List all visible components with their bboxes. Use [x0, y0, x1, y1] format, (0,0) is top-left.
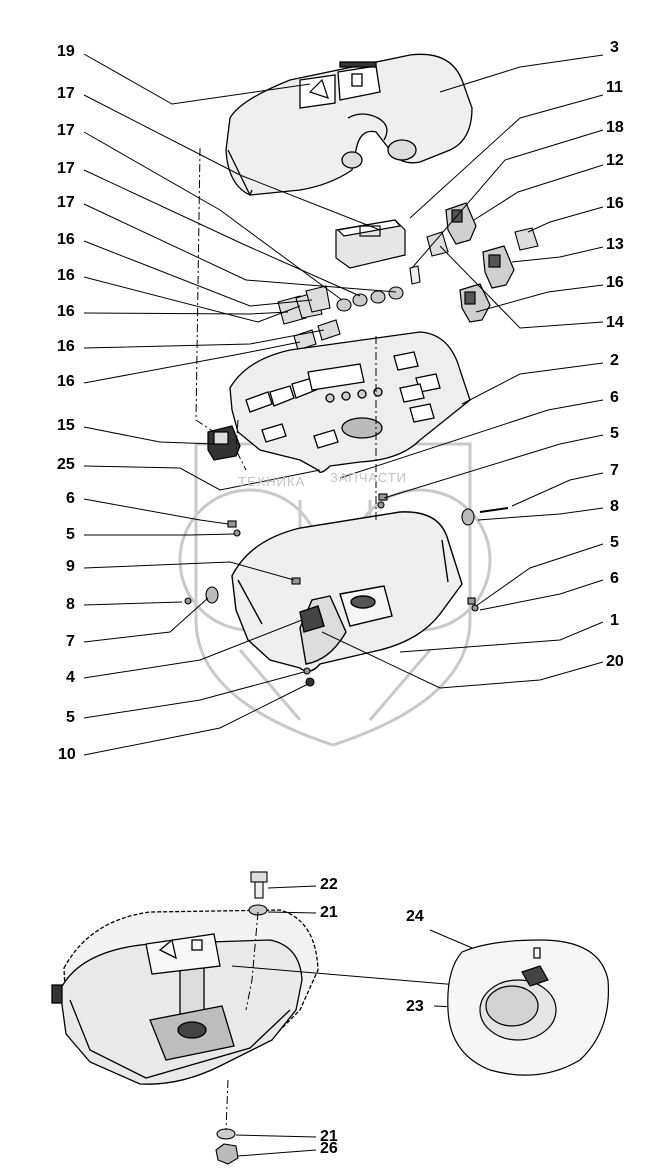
callout-6-right-b: 6 — [610, 570, 619, 587]
indicator-lamps — [336, 286, 404, 312]
callout-24: 24 — [406, 908, 424, 925]
switch-15 — [207, 425, 241, 461]
watermark-text-right: ЗАПЧАСТИ — [330, 470, 407, 485]
callout-1: 1 — [610, 612, 619, 629]
callout-16-d: 16 — [57, 338, 75, 355]
callout-10: 10 — [58, 746, 76, 763]
rocker-switch-14 — [459, 283, 491, 323]
callout-16-right-a: 16 — [606, 195, 624, 212]
detail-view — [447, 939, 610, 1076]
lower-housing — [231, 511, 463, 672]
callout-16-a: 16 — [57, 231, 75, 248]
callout-5-right-a: 5 — [610, 425, 619, 442]
callout-25: 25 — [57, 456, 75, 473]
leader-lines — [83, 53, 604, 756]
callout-8-right: 8 — [610, 498, 619, 515]
callout-21-b: 21 — [320, 1128, 338, 1145]
callout-16-e: 16 — [57, 373, 75, 390]
callout-8-left: 8 — [66, 596, 75, 613]
callout-20: 20 — [606, 653, 624, 670]
callout-17-c: 17 — [57, 160, 75, 177]
callout-15: 15 — [57, 417, 75, 434]
callout-14: 14 — [606, 314, 624, 331]
instrument-panel — [229, 331, 471, 473]
callout-26: 26 — [320, 1140, 338, 1157]
callout-6-left: 6 — [66, 490, 75, 507]
callout-12: 12 — [606, 152, 624, 169]
callout-16-c: 16 — [57, 303, 75, 320]
callout-16-b: 16 — [57, 267, 75, 284]
callout-19: 19 — [57, 43, 75, 60]
callout-2: 2 — [610, 352, 619, 369]
callout-5-right-b: 5 — [610, 534, 619, 551]
callout-7-right: 7 — [610, 462, 619, 479]
callout-3: 3 — [610, 39, 619, 56]
callout-16-right-b: 16 — [606, 274, 624, 291]
rocker-switch-13 — [482, 245, 515, 289]
callout-7-left: 7 — [66, 633, 75, 650]
callout-5-left-b: 5 — [66, 709, 75, 726]
callout-9: 9 — [66, 558, 75, 575]
connector-18 — [409, 265, 421, 285]
callout-5-left-a: 5 — [66, 526, 75, 543]
callout-17-a: 17 — [57, 85, 75, 102]
assembled-view — [51, 909, 319, 1085]
callout-6-right-a: 6 — [610, 389, 619, 406]
callout-4: 4 — [66, 669, 75, 686]
callout-17-d: 17 — [57, 194, 75, 211]
fasteners — [184, 493, 509, 687]
top-cover — [225, 53, 473, 197]
callout-23: 23 — [406, 998, 424, 1015]
callout-21-a: 21 — [320, 904, 338, 921]
callout-22: 22 — [320, 876, 338, 893]
blank-plug-group — [277, 227, 539, 351]
display-unit — [335, 219, 406, 269]
callout-13: 13 — [606, 236, 624, 253]
callout-18: 18 — [606, 119, 624, 136]
callout-17-b: 17 — [57, 122, 75, 139]
watermark-text-left: ТЕХНИКА — [238, 474, 305, 489]
callout-11: 11 — [606, 79, 623, 96]
